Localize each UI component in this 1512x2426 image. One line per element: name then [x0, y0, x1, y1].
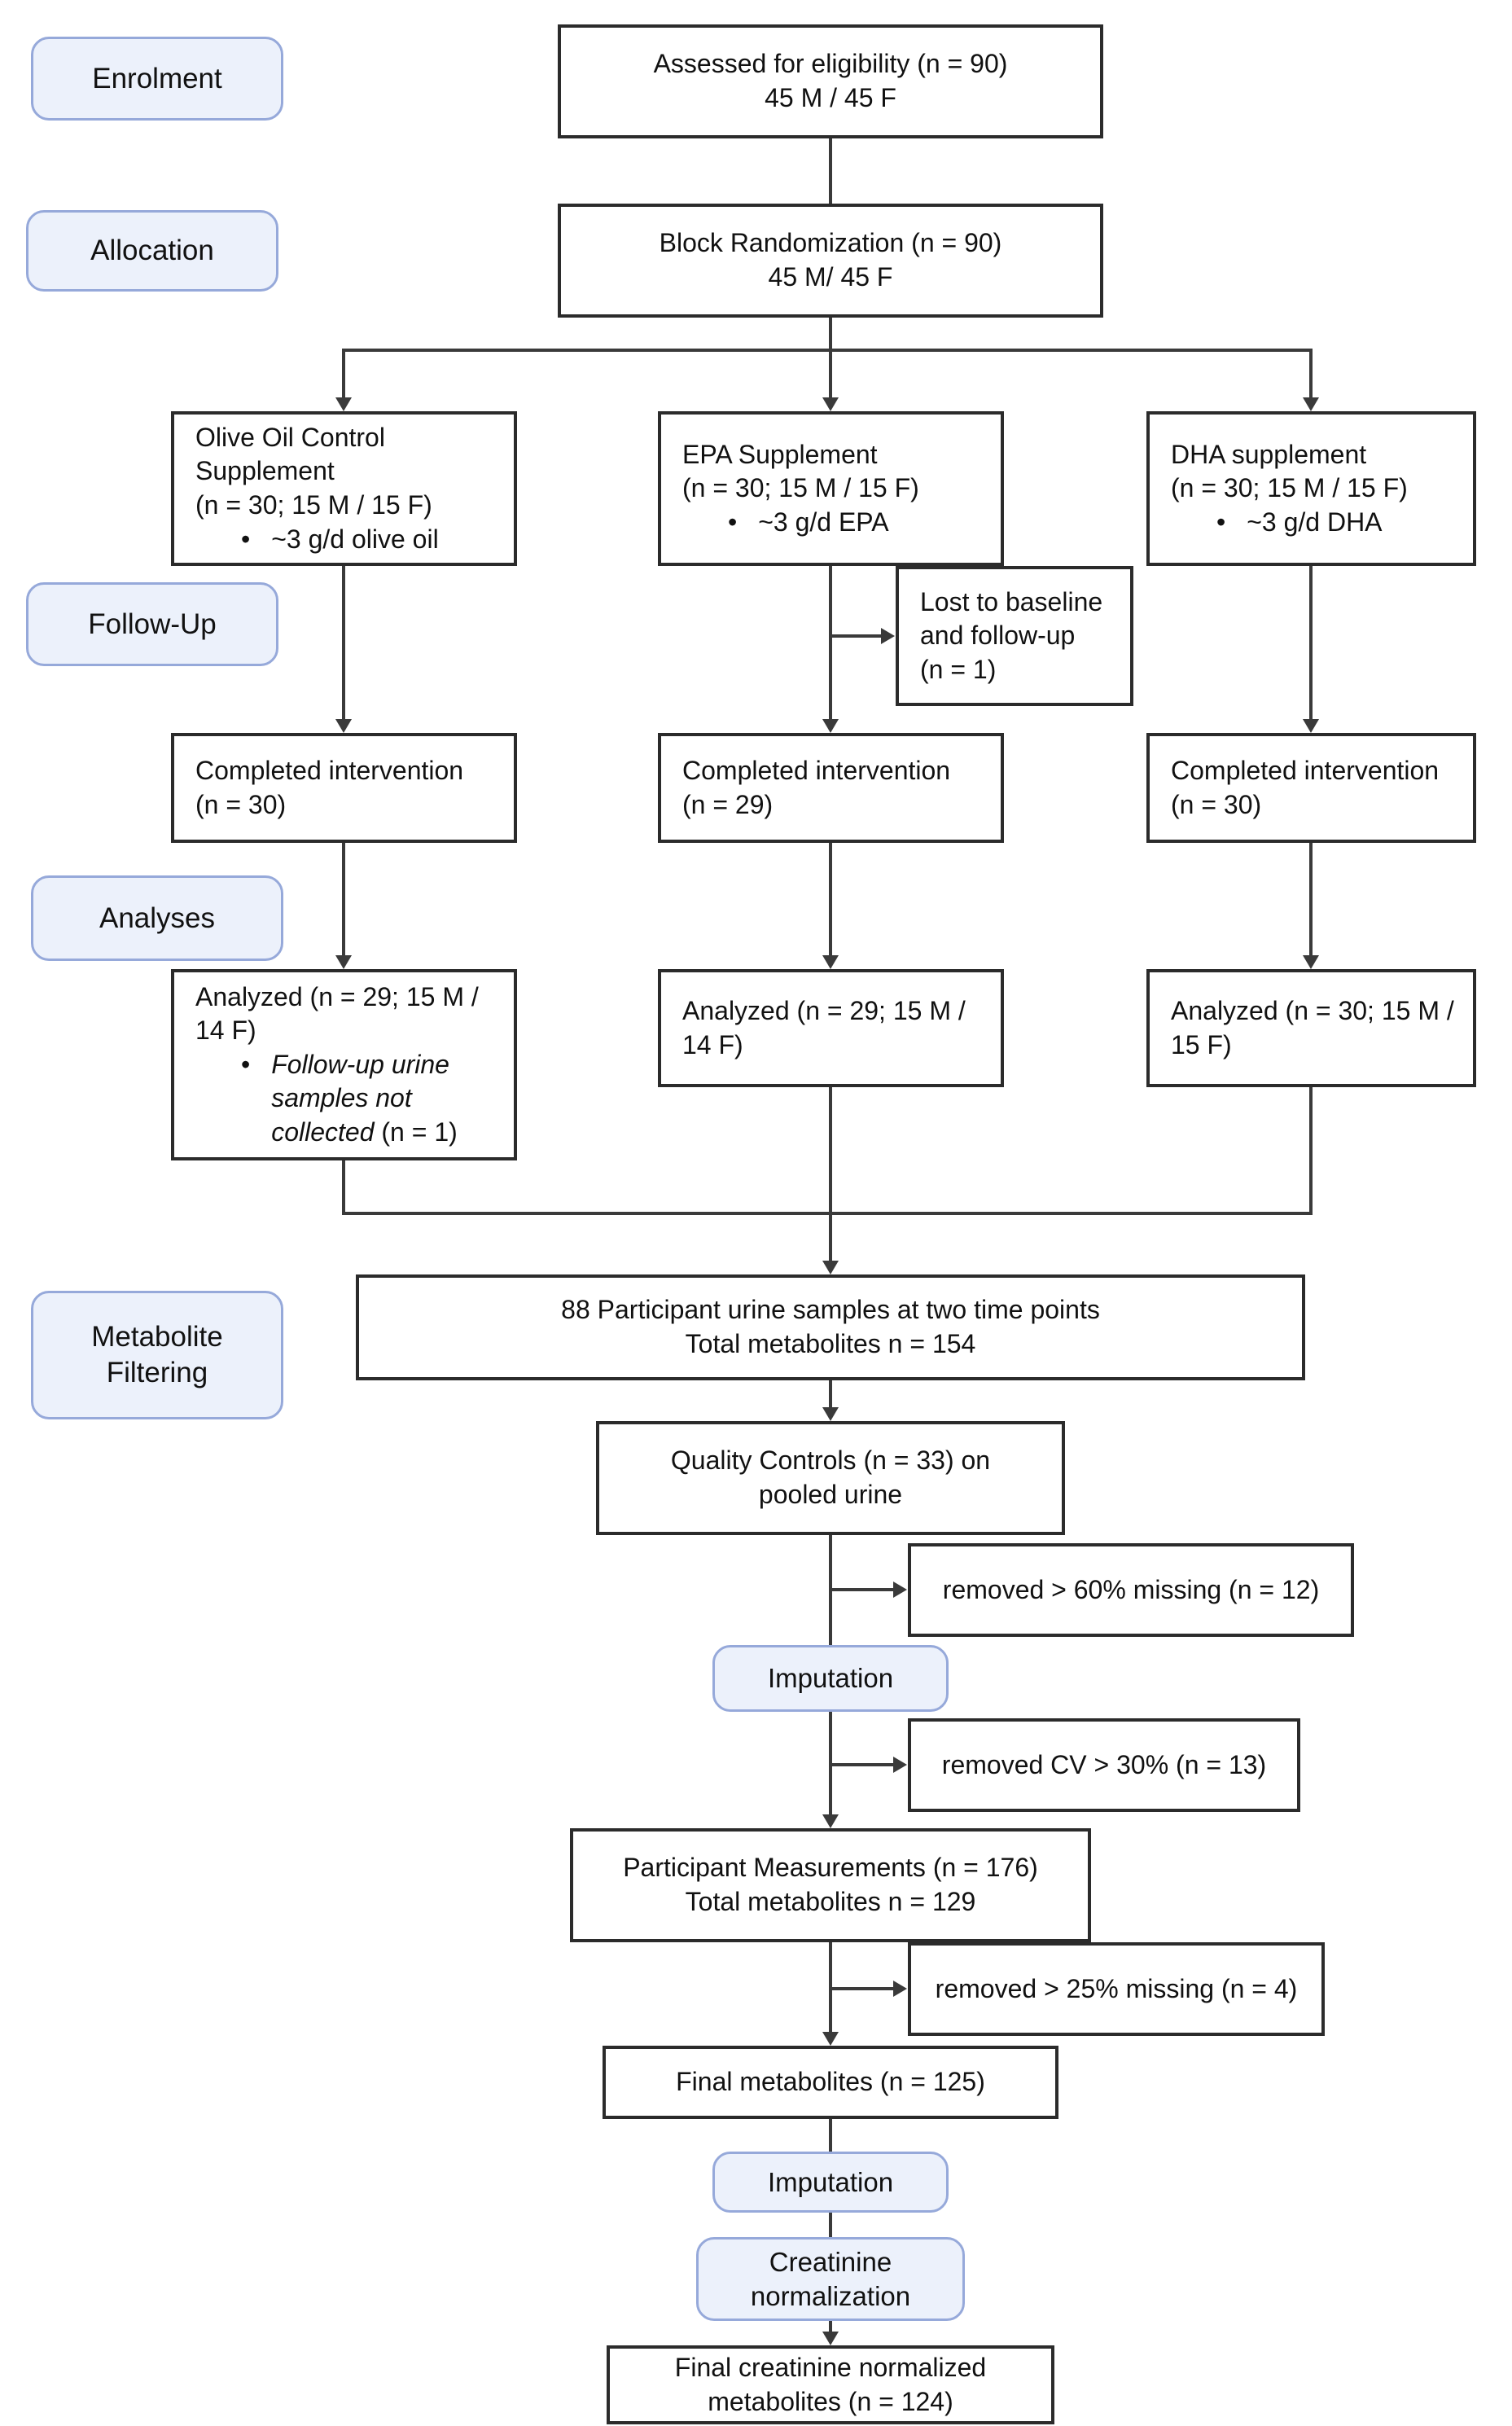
bullet-dot: • — [241, 1049, 251, 1079]
pill-label: Imputation — [767, 2166, 894, 2197]
flow-box-dha-arm: DHA supplement (n = 30; 15 M / 15 F) • ~… — [1146, 411, 1476, 566]
flow-box-quality-controls: Quality Controls (n = 33) on pooled urin… — [596, 1421, 1065, 1535]
box-text: 88 Participant urine samples at two time… — [561, 1295, 1100, 1325]
pill-imputation-2: Imputation — [712, 2152, 949, 2213]
box-text: ~3 g/d DHA — [1247, 507, 1383, 537]
box-text: Completed intervention — [682, 755, 951, 785]
stage-label: Analyses — [99, 902, 216, 934]
bullet-item: • Follow-up urine samples not collected … — [241, 1048, 502, 1150]
box-text: Completed intervention — [195, 755, 464, 785]
bullet-item: • ~3 g/d DHA — [1216, 506, 1383, 540]
box-text: pooled urine — [758, 1480, 903, 1509]
box-text: (n = 30; 15 M / 15 F) — [1171, 473, 1408, 503]
stage-label: Allocation — [90, 235, 214, 267]
box-text: Analyzed (n = 29; 15 M / — [195, 981, 479, 1011]
stage-pill-follow-up: Follow-Up — [26, 582, 278, 666]
box-text: EPA Supplement — [682, 439, 878, 469]
flow-box-epa-arm: EPA Supplement (n = 30; 15 M / 15 F) • ~… — [658, 411, 1004, 566]
flow-box-removed-cv: removed CV > 30% (n = 13) — [908, 1718, 1300, 1812]
flow-box-completed-dha: Completed intervention (n = 30) — [1146, 733, 1476, 843]
stage-pill-metabolite-filtering: Metabolite Filtering — [31, 1291, 283, 1419]
box-text: Analyzed (n = 30; 15 M / — [1171, 995, 1454, 1025]
box-text: (n = 30) — [195, 789, 287, 819]
flow-box-analyzed-olive: Analyzed (n = 29; 15 M / 14 F) • Follow-… — [171, 969, 517, 1160]
box-text: removed > 60% missing (n = 12) — [942, 1574, 1320, 1604]
bullet-item: • ~3 g/d EPA — [728, 506, 889, 540]
box-text: ~3 g/d EPA — [758, 507, 889, 537]
box-text: (n = 1) — [920, 654, 997, 684]
box-text: Olive Oil Control — [195, 422, 385, 452]
box-text: 45 M / 45 F — [765, 83, 896, 112]
box-text: DHA supplement — [1171, 439, 1367, 469]
box-text: (n = 29) — [682, 789, 774, 819]
flow-box-removed-25-missing: removed > 25% missing (n = 4) — [908, 1942, 1325, 2036]
flow-box-urine-samples: 88 Participant urine samples at two time… — [356, 1274, 1305, 1380]
stage-pill-analyses: Analyses — [31, 875, 283, 961]
bullet-item: • ~3 g/d olive oil — [241, 523, 439, 557]
box-text: ~3 g/d olive oil — [271, 524, 439, 554]
box-text: Block Randomization (n = 90) — [659, 228, 1002, 258]
box-text: Supplement — [195, 456, 335, 486]
box-text: Participant Measurements (n = 176) — [623, 1853, 1038, 1883]
box-text: removed CV > 30% (n = 13) — [941, 1749, 1267, 1779]
box-text: Lost to baseline — [920, 586, 1103, 616]
flow-box-analyzed-dha: Analyzed (n = 30; 15 M / 15 F) — [1146, 969, 1476, 1087]
box-text: Assessed for eligibility (n = 90) — [653, 49, 1008, 79]
stage-pill-enrolment: Enrolment — [31, 37, 283, 121]
pill-label-line: Creatinine — [769, 2247, 892, 2278]
box-text: 45 M/ 45 F — [768, 262, 893, 292]
flow-box-completed-epa: Completed intervention (n = 29) — [658, 733, 1004, 843]
bullet-dot: • — [728, 507, 738, 537]
box-text: 14 F) — [195, 1016, 256, 1046]
pill-label: Imputation — [767, 1663, 894, 1694]
flow-box-removed-60-missing: removed > 60% missing (n = 12) — [908, 1543, 1354, 1637]
box-text: metabolites (n = 124) — [708, 2386, 953, 2416]
flow-box-analyzed-epa: Analyzed (n = 29; 15 M / 14 F) — [658, 969, 1004, 1087]
flow-box-final-metabolites: Final metabolites (n = 125) — [603, 2046, 1058, 2119]
box-text: Analyzed (n = 29; 15 M / — [682, 995, 966, 1025]
flow-box-completed-olive: Completed intervention (n = 30) — [171, 733, 517, 843]
bullet-italic-text: Follow-up urine samples not collected — [271, 1049, 449, 1147]
stage-label: Metabolite Filtering — [91, 1321, 223, 1388]
flow-box-final-creatinine: Final creatinine normalized metabolites … — [607, 2345, 1054, 2424]
flow-box-block-randomization: Block Randomization (n = 90) 45 M/ 45 F — [558, 204, 1103, 318]
box-text: 14 F) — [682, 1029, 743, 1059]
pill-imputation-1: Imputation — [712, 1645, 949, 1712]
box-text: Final creatinine normalized — [674, 2352, 987, 2382]
flow-box-assessed: Assessed for eligibility (n = 90) 45 M /… — [558, 24, 1103, 138]
box-text: Total metabolites n = 129 — [685, 1887, 976, 1916]
stage-pill-allocation: Allocation — [26, 210, 278, 292]
bullet-suffix-text: (n = 1) — [374, 1116, 458, 1147]
flow-box-olive-oil-arm: Olive Oil Control Supplement (n = 30; 15… — [171, 411, 517, 566]
pill-label-line: normalization — [750, 2280, 911, 2311]
box-text: and follow-up — [920, 621, 1076, 651]
box-text: removed > 25% missing (n = 4) — [935, 1973, 1298, 2003]
box-text: (n = 30; 15 M / 15 F) — [682, 473, 919, 503]
bullet-dot: • — [241, 524, 251, 554]
box-text: Final metabolites (n = 125) — [676, 2067, 985, 2097]
box-text: (n = 30) — [1171, 789, 1262, 819]
box-text: (n = 30; 15 M / 15 F) — [195, 490, 432, 520]
box-text: 15 F) — [1171, 1029, 1232, 1059]
bullet-dot: • — [1216, 507, 1226, 537]
stage-label: Follow-Up — [88, 608, 217, 640]
box-text: Completed intervention — [1171, 755, 1440, 785]
flow-box-lost-to-follow-up: Lost to baseline and follow-up (n = 1) — [896, 566, 1133, 706]
box-text: Total metabolites n = 154 — [685, 1329, 976, 1358]
stage-label: Enrolment — [92, 62, 222, 94]
box-text: Quality Controls (n = 33) on — [670, 1446, 991, 1476]
flow-box-participant-measurements: Participant Measurements (n = 176) Total… — [570, 1828, 1091, 1942]
box-text: Follow-up urine samples not collected (n… — [271, 1048, 502, 1150]
